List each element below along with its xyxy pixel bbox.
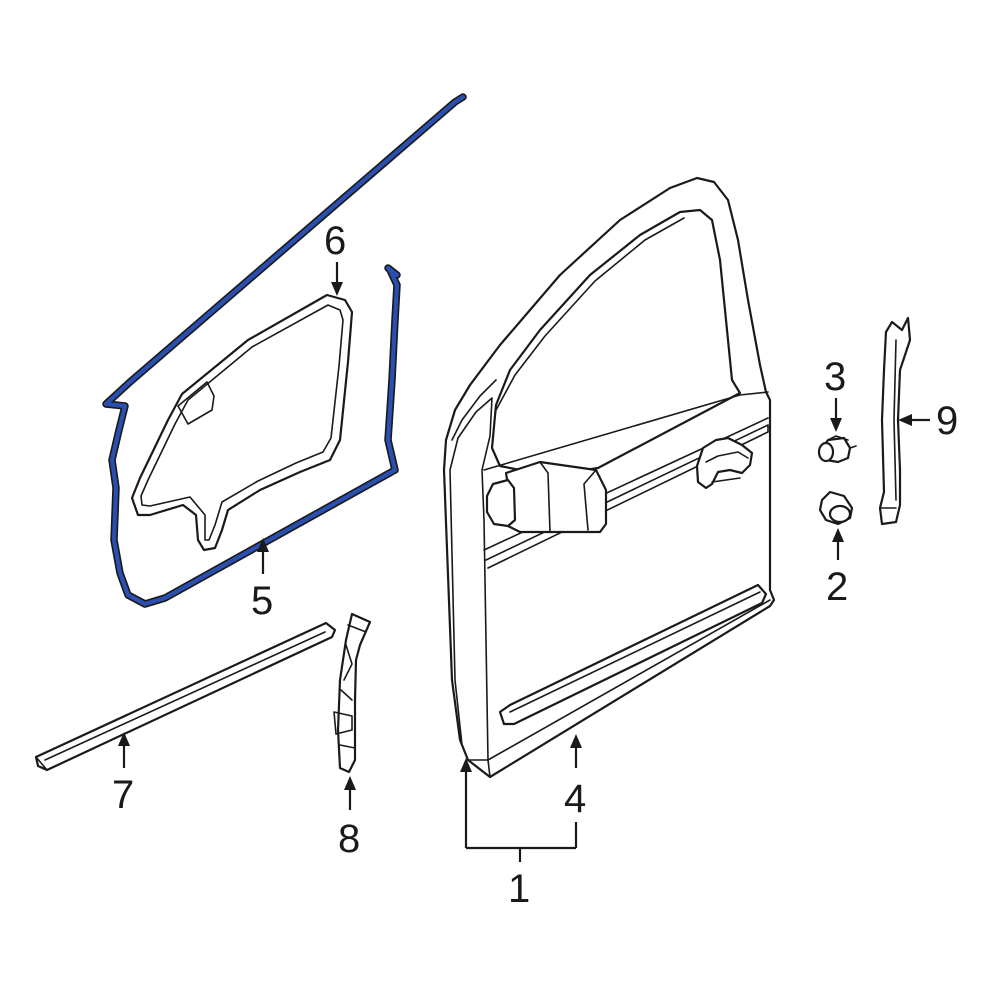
callout-8: 8 [338, 817, 360, 861]
callout-6: 6 [324, 219, 346, 263]
leader-8 [344, 776, 356, 810]
window-frame-seal[interactable] [130, 293, 354, 552]
callout-1: 1 [508, 867, 530, 911]
callout-4: 4 [564, 777, 586, 821]
callout-3: 3 [824, 355, 846, 399]
door-stop-bumper[interactable] [818, 490, 854, 526]
leader-4 [570, 734, 582, 768]
rear-pillar-moulding[interactable] [878, 316, 912, 526]
leader-9 [898, 414, 930, 426]
door-opening-weatherstrip[interactable] [102, 93, 467, 608]
leader-1 [460, 758, 578, 862]
callout-5: 5 [251, 579, 273, 623]
retainer-clip[interactable] [817, 435, 857, 464]
leader-5 [257, 538, 269, 574]
side-mirror[interactable] [485, 460, 608, 534]
belt-moulding[interactable] [34, 621, 337, 772]
front-door-shell[interactable] [442, 176, 776, 779]
callout-9: 9 [936, 399, 958, 443]
front-pillar-trim[interactable] [333, 612, 372, 774]
callout-2: 2 [826, 565, 848, 609]
leader-6 [331, 262, 343, 296]
leader-7 [118, 732, 130, 768]
leader-3 [830, 398, 842, 432]
leader-2 [832, 528, 844, 560]
callout-7: 7 [112, 773, 134, 817]
